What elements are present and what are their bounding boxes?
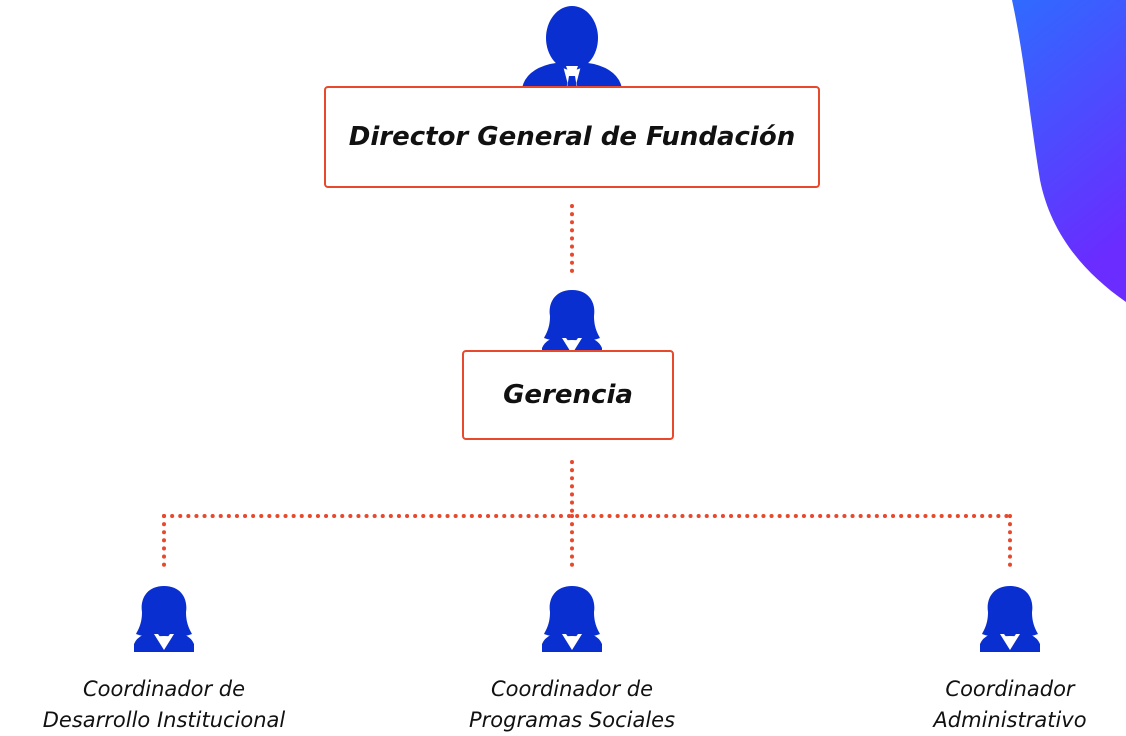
coordinador-programas-label: Coordinador de Programas Sociales [422, 674, 722, 736]
gerencia-icon [542, 290, 602, 356]
coordinador-desarrollo-line1: Coordinador de [82, 677, 246, 701]
coordinador-desarrollo-icon [134, 586, 194, 652]
director-title: Director General de Fundación [348, 122, 796, 152]
coordinador-programas-line2: Programas Sociales [468, 708, 676, 732]
coordinador-desarrollo-line2: Desarrollo Institucional [42, 708, 286, 732]
coordinador-administrativo-line2: Administrativo [933, 708, 1087, 732]
coordinador-programas-line1: Coordinador de [490, 677, 654, 701]
coordinador-administrativo-icon [980, 586, 1040, 652]
gerencia-box: Gerencia [462, 350, 674, 440]
coordinador-administrativo-line1: Coordinador [945, 677, 1075, 701]
coordinador-programas-icon [542, 586, 602, 652]
gerencia-title: Gerencia [503, 380, 633, 410]
director-box: Director General de Fundación [324, 86, 820, 188]
coordinador-administrativo-label: Coordinador Administrativo [900, 674, 1120, 736]
coordinador-desarrollo-label: Coordinador de Desarrollo Institucional [4, 674, 324, 736]
